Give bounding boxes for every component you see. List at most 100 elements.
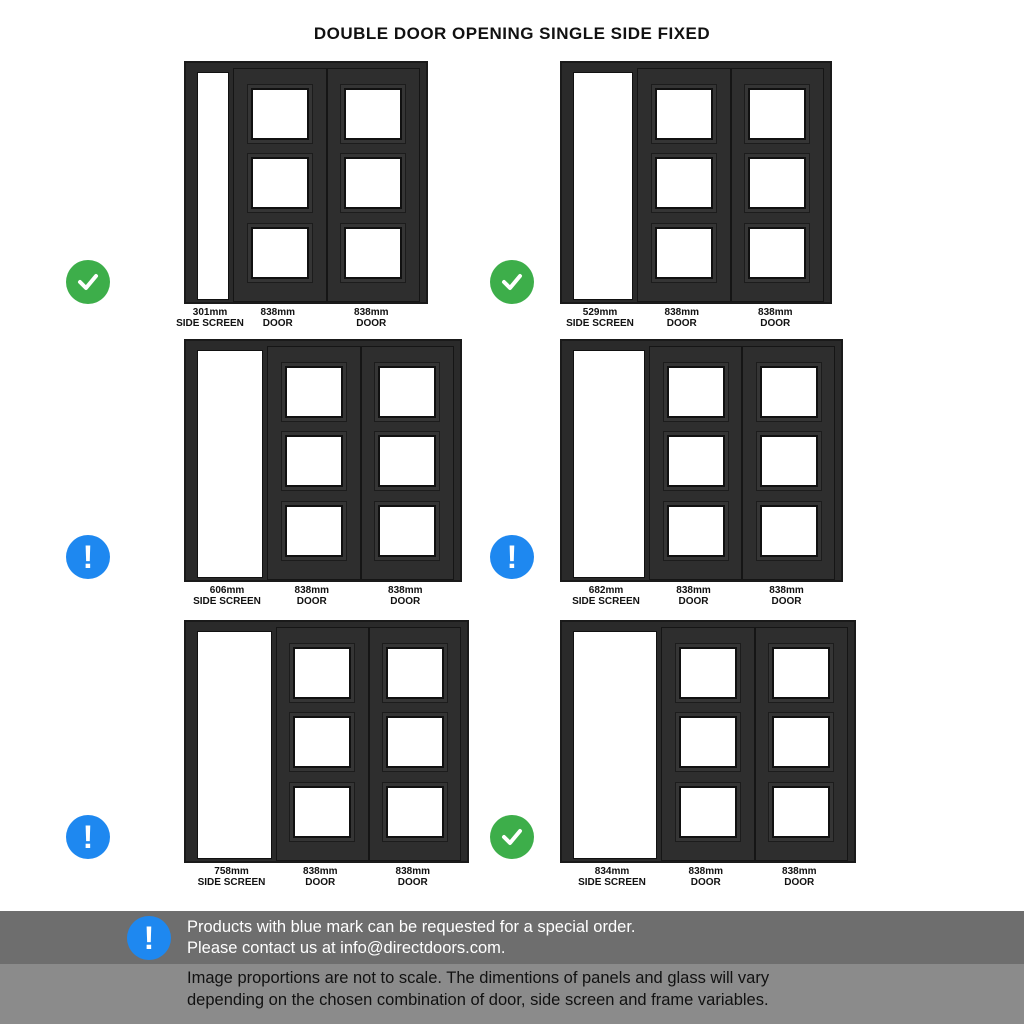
- door-leaf: [742, 346, 835, 580]
- special-order-text-2: Please contact us at info@directdoors.co…: [187, 939, 506, 957]
- dimension: 529mm: [582, 307, 618, 318]
- exclamation-icon: !: [490, 535, 534, 579]
- part-name: DOOR: [296, 596, 327, 607]
- exclamation-icon: !: [66, 535, 110, 579]
- side-screen: [573, 72, 633, 300]
- part-name: SIDE SCREEN: [197, 877, 266, 888]
- part-name: DOOR: [397, 877, 428, 888]
- glass-pane: [380, 437, 435, 485]
- dimension: 838mm: [664, 307, 699, 318]
- door-option-3[interactable]: [184, 339, 462, 582]
- door-leaf: [649, 346, 742, 580]
- exclamation-icon: !: [66, 815, 110, 859]
- glass-pane: [346, 229, 401, 277]
- scale-note-text-1: Image proportions are not to scale. The …: [187, 969, 770, 987]
- glass-pane: [295, 718, 350, 766]
- glass-pane: [387, 788, 442, 836]
- part-name: DOOR: [390, 596, 421, 607]
- dimension: 838mm: [294, 585, 329, 596]
- part-name: SIDE SCREEN: [566, 318, 634, 329]
- door-option-2[interactable]: [560, 61, 832, 304]
- glass-pane: [286, 437, 341, 485]
- glass-pane: [387, 718, 442, 766]
- part-name: DOOR: [262, 318, 293, 329]
- dimension: 838mm: [769, 585, 804, 596]
- glass-pane: [286, 368, 341, 416]
- dimension: 838mm: [676, 585, 711, 596]
- door-leaf: [276, 627, 369, 861]
- side-screen: [197, 350, 263, 578]
- door-leaf: [326, 68, 420, 302]
- glass-pane: [295, 649, 350, 697]
- part-name: SIDE SCREEN: [572, 596, 640, 607]
- glass-pane: [656, 90, 711, 138]
- glass-pane: [774, 649, 829, 697]
- dimension: 682mm: [588, 585, 624, 596]
- side-screen: [197, 72, 229, 300]
- glass-pane: [380, 368, 435, 416]
- special-order-banner: ! Products with blue mark can be request…: [0, 911, 1024, 964]
- dimension: 838mm: [260, 307, 295, 318]
- door-leaf: [661, 627, 755, 861]
- part-name: DOOR: [784, 877, 815, 888]
- door-option-5[interactable]: [184, 620, 469, 863]
- dimension: 838mm: [388, 585, 423, 596]
- glass-pane: [750, 159, 805, 207]
- dimension: 838mm: [303, 866, 338, 877]
- door-option-6[interactable]: [560, 620, 856, 863]
- glass-pane: [656, 229, 711, 277]
- scale-note-text-2: depending on the chosen combination of d…: [187, 991, 769, 1009]
- check-icon: [490, 815, 534, 859]
- part-name: DOOR: [760, 318, 791, 329]
- dimension: 301mm: [192, 307, 228, 318]
- dimension: 838mm: [782, 866, 817, 877]
- dimension: 838mm: [688, 866, 723, 877]
- part-name: DOOR: [771, 596, 802, 607]
- door-leaf: [368, 627, 461, 861]
- side-screen: [573, 350, 645, 578]
- glass-pane: [346, 159, 401, 207]
- part-name: DOOR: [305, 877, 336, 888]
- glass-pane: [668, 437, 723, 485]
- glass-pane: [680, 649, 735, 697]
- glass-pane: [668, 368, 723, 416]
- glass-pane: [387, 649, 442, 697]
- glass-pane: [668, 507, 723, 555]
- part-name: DOOR: [666, 318, 697, 329]
- door-leaf: [267, 346, 361, 580]
- glass-pane: [774, 718, 829, 766]
- dimension: 834mm: [594, 866, 630, 877]
- glass-pane: [750, 90, 805, 138]
- part-name: SIDE SCREEN: [578, 877, 646, 888]
- door-leaf: [360, 346, 454, 580]
- glass-pane: [761, 507, 816, 555]
- door-option-1[interactable]: [184, 61, 428, 304]
- glass-pane: [750, 229, 805, 277]
- dimension: 838mm: [354, 307, 389, 318]
- part-name: DOOR: [690, 877, 721, 888]
- glass-pane: [656, 159, 711, 207]
- part-name: DOOR: [678, 596, 709, 607]
- dimension: 838mm: [395, 866, 430, 877]
- dimension: 838mm: [758, 307, 793, 318]
- glass-pane: [295, 788, 350, 836]
- door-option-4[interactable]: [560, 339, 843, 582]
- glass-pane: [252, 229, 307, 277]
- glass-pane: [774, 788, 829, 836]
